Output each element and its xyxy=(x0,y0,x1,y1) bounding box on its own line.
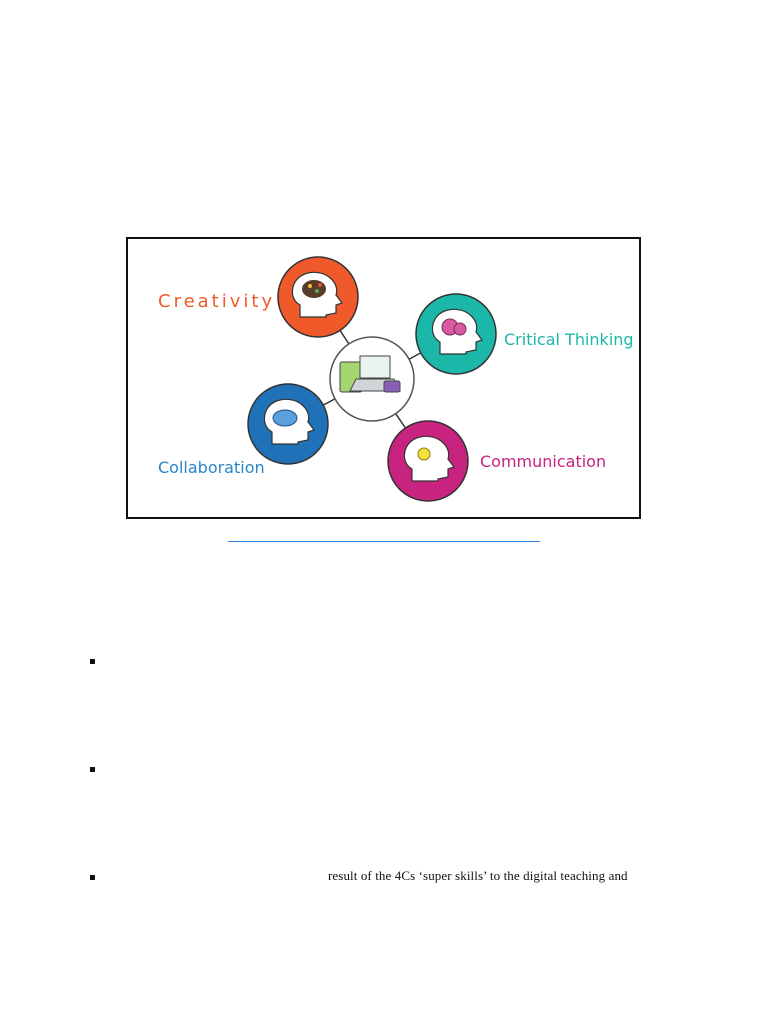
head-icon xyxy=(403,435,455,482)
collaboration-label: Collaboration xyxy=(158,458,265,477)
handshake-icon xyxy=(272,409,298,427)
bullet-marker-2 xyxy=(90,767,95,772)
devices-icon xyxy=(329,336,415,422)
communication-label: Communication xyxy=(480,452,606,471)
bullet-marker-1 xyxy=(90,659,95,664)
bullet-text-3: result of the 4Cs ‘super skills’ to the … xyxy=(328,868,628,883)
bullet-marker-3 xyxy=(90,875,95,880)
4cs-figure: Creativity Critical Thinking Collaborati… xyxy=(126,237,641,519)
communication-node xyxy=(387,420,469,502)
critical-thinking-node xyxy=(415,293,497,375)
creativity-label: Creativity xyxy=(158,291,275,312)
creativity-node xyxy=(277,256,359,338)
4cs-diagram: Creativity Critical Thinking Collaborati… xyxy=(158,256,634,502)
caption-link-underline[interactable] xyxy=(228,541,540,542)
lightbulb-icon xyxy=(417,447,431,461)
critical-thinking-label: Critical Thinking xyxy=(504,330,634,349)
brain-paint-icon xyxy=(302,280,326,298)
collaboration-node xyxy=(247,383,329,465)
